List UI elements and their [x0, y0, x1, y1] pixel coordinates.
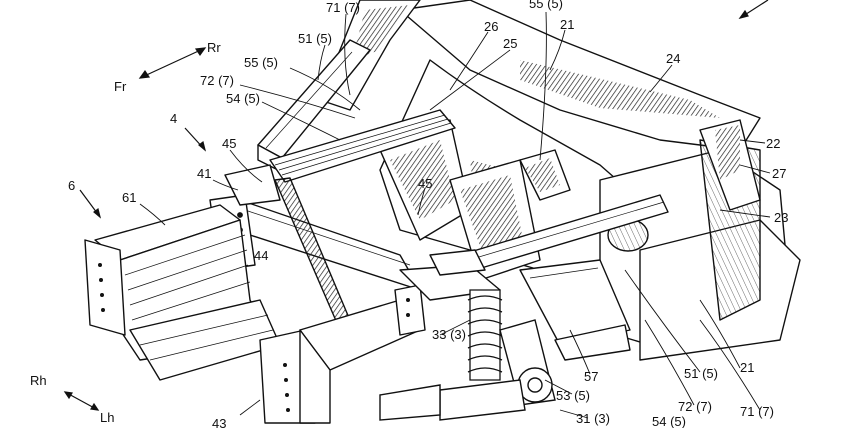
rh-arrowhead	[63, 391, 73, 400]
label-21-top: 21	[560, 17, 574, 32]
label-33-3: 33 (3)	[432, 327, 466, 342]
rr-arrowhead	[194, 47, 207, 57]
direction-fr: Fr	[114, 79, 127, 94]
label-45-b: 45	[418, 176, 432, 191]
label-41: 41	[197, 166, 211, 181]
direction-lh: Lh	[100, 410, 114, 425]
leader-lines	[139, 11, 771, 419]
label-24: 24	[666, 51, 680, 66]
label-44: 44	[254, 248, 268, 263]
label-23: 23	[774, 210, 788, 225]
label-71-7-bot: 71 (7)	[740, 404, 774, 419]
label-43: 43	[212, 416, 226, 428]
direction-rh: Rh	[30, 373, 47, 388]
label-72-7-bot: 72 (7)	[678, 399, 712, 414]
label-57: 57	[584, 369, 598, 384]
label-27: 27	[772, 166, 786, 181]
label-54-5-bot: 54 (5)	[652, 414, 686, 428]
lh-arrowhead	[90, 402, 100, 411]
label-61: 61	[122, 190, 136, 205]
label-21-bot: 21	[740, 360, 754, 375]
fr-arrowhead	[138, 69, 151, 79]
fr-rr-axis	[139, 47, 206, 79]
direction-rr: Rr	[207, 40, 221, 55]
label-25: 25	[503, 36, 517, 51]
knuckle-hub	[379, 319, 556, 421]
cross-member-upper	[269, 109, 456, 183]
lower-brackets	[519, 259, 631, 361]
label-55-5-top: 55 (5)	[529, 0, 563, 11]
direction-labels: Rr Fr Rh Lh	[30, 40, 221, 425]
direction-arrows	[63, 0, 769, 411]
label-54-5-left: 54 (5)	[226, 91, 260, 106]
cowl-hatch	[520, 60, 720, 118]
label-31-3: 31 (3)	[576, 411, 610, 426]
label-51-5-bot: 51 (5)	[684, 366, 718, 381]
bumper-plate-left	[84, 239, 126, 336]
reference-labels: 71 (7) 55 (5) 51 (5) 26 25 21 24 55 (5) …	[68, 0, 788, 428]
label-26: 26	[484, 19, 498, 34]
label-45-a: 45	[222, 136, 236, 151]
coil-spring	[467, 289, 503, 381]
label-4: 4	[170, 111, 177, 126]
label-22: 22	[766, 136, 780, 151]
label-55-5-left: 55 (5)	[244, 55, 278, 70]
label-71-7-top: 71 (7)	[326, 0, 360, 15]
label-51-5-top: 51 (5)	[298, 31, 332, 46]
label-72-7-left: 72 (7)	[200, 73, 234, 88]
label-53-5: 53 (5)	[556, 388, 590, 403]
label-6: 6	[68, 178, 75, 193]
